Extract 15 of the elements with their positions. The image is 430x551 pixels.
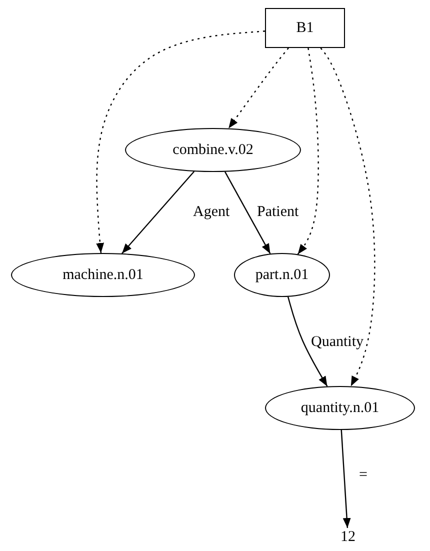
arrow (228, 48, 289, 129)
arrow (340, 430, 351, 528)
ellipse-node: combine.v.02 (125, 128, 301, 172)
arrow (96, 30, 266, 254)
arrow (297, 48, 319, 255)
ellipse-node: machine.n.01 (11, 253, 195, 297)
ellipse-node: quantity.n.01 (265, 386, 415, 430)
arrow (224, 172, 271, 254)
arrow (287, 296, 328, 387)
node-label: 12 (337, 528, 359, 546)
box-node: B1 (265, 8, 345, 48)
edge-label: Agent (192, 204, 231, 220)
edge-label: Quantity (310, 334, 364, 350)
ellipse-node: part.n.01 (234, 253, 330, 297)
arrow (320, 48, 376, 386)
